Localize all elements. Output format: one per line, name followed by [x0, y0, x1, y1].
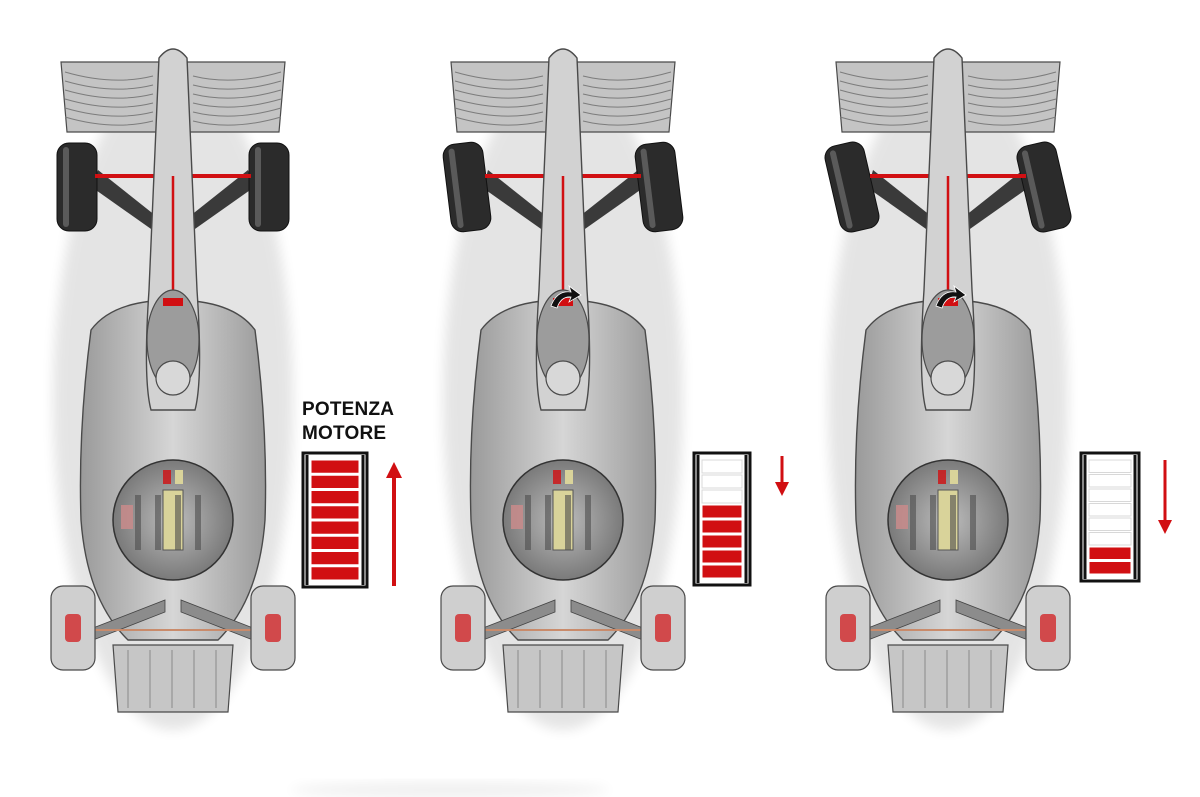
front-suspension-right	[185, 170, 253, 236]
car-turn-medium	[440, 48, 686, 730]
power-segment-filled	[310, 474, 360, 489]
rear-diffuser	[112, 644, 234, 713]
rear-tyre-right	[640, 585, 686, 671]
rear-tyre-left	[440, 585, 486, 671]
steering-wheel	[553, 298, 573, 306]
power-gauge-turn-full	[1079, 451, 1172, 583]
front-tyre-left	[442, 141, 492, 233]
car-straight	[50, 48, 296, 730]
power-segment-filled	[310, 505, 360, 520]
steering-turn-arrow-icon	[935, 284, 967, 309]
driver-helmet	[545, 360, 581, 396]
power-segment-empty	[1088, 459, 1132, 473]
power-segment-empty	[1088, 532, 1132, 546]
rear-tyre-right	[1025, 585, 1071, 671]
front-suspension-right	[575, 170, 643, 236]
engine-component-pink	[121, 505, 133, 529]
rear-tyre-right	[250, 585, 296, 671]
engine-component-red	[938, 470, 946, 484]
power-segment-filled	[310, 520, 360, 535]
power-gauge-straight	[301, 451, 402, 589]
rear-diffuser	[502, 644, 624, 713]
power-segment-filled	[310, 566, 360, 581]
front-tyre-right	[248, 142, 290, 232]
steering-turn-arrow-icon	[550, 284, 582, 309]
steering-wheel	[163, 298, 183, 306]
engine-component-yellow	[175, 470, 183, 484]
arrow-down-icon	[775, 482, 789, 496]
power-segment-filled	[1088, 561, 1132, 575]
power-gauge-turn-medium	[692, 451, 789, 587]
front-suspension-right	[960, 170, 1028, 236]
power-label: POTENZA MOTORE	[302, 398, 394, 446]
arrow-up-icon	[386, 462, 402, 478]
power-segment-filled	[701, 504, 743, 519]
power-label-line1: POTENZA	[302, 399, 395, 420]
front-tyre-right	[634, 141, 684, 233]
power-segment-filled	[310, 459, 360, 474]
power-segment-filled	[310, 551, 360, 566]
engine-component-red	[163, 470, 171, 484]
power-label-line2: MOTORE	[302, 423, 387, 444]
car-turn-full	[824, 48, 1072, 730]
power-segment-filled	[701, 519, 743, 534]
rear-tyre-left	[825, 585, 871, 671]
power-segment-empty	[701, 474, 743, 489]
front-tyre-left	[824, 141, 880, 233]
power-segment-filled	[310, 490, 360, 505]
power-segment-filled	[1088, 546, 1132, 560]
power-segment-empty	[1088, 517, 1132, 531]
power-segment-filled	[701, 534, 743, 549]
engine-component-yellow	[950, 470, 958, 484]
power-segment-empty	[701, 459, 743, 474]
steering-wheel	[938, 298, 958, 306]
engine-component-yellow	[565, 470, 573, 484]
power-segment-filled	[701, 564, 743, 579]
front-suspension-left	[868, 170, 936, 236]
front-suspension-left	[93, 170, 161, 236]
front-suspension-left	[483, 170, 551, 236]
power-segment-empty	[1088, 474, 1132, 488]
front-tyre-right	[1016, 141, 1072, 233]
engine-component-pink	[511, 505, 523, 529]
arrow-down-icon	[1158, 520, 1172, 534]
rear-tyre-left	[50, 585, 96, 671]
rear-diffuser	[887, 644, 1009, 713]
power-segment-filled	[310, 535, 360, 550]
bottom-shadow	[290, 782, 610, 797]
driver-helmet	[155, 360, 191, 396]
power-segment-empty	[1088, 488, 1132, 502]
driver-helmet	[930, 360, 966, 396]
front-tyre-left	[56, 142, 98, 232]
engine-component-red	[553, 470, 561, 484]
power-segment-empty	[701, 489, 743, 504]
power-segment-filled	[701, 549, 743, 564]
power-segment-empty	[1088, 503, 1132, 517]
engine-component-pink	[896, 505, 908, 529]
